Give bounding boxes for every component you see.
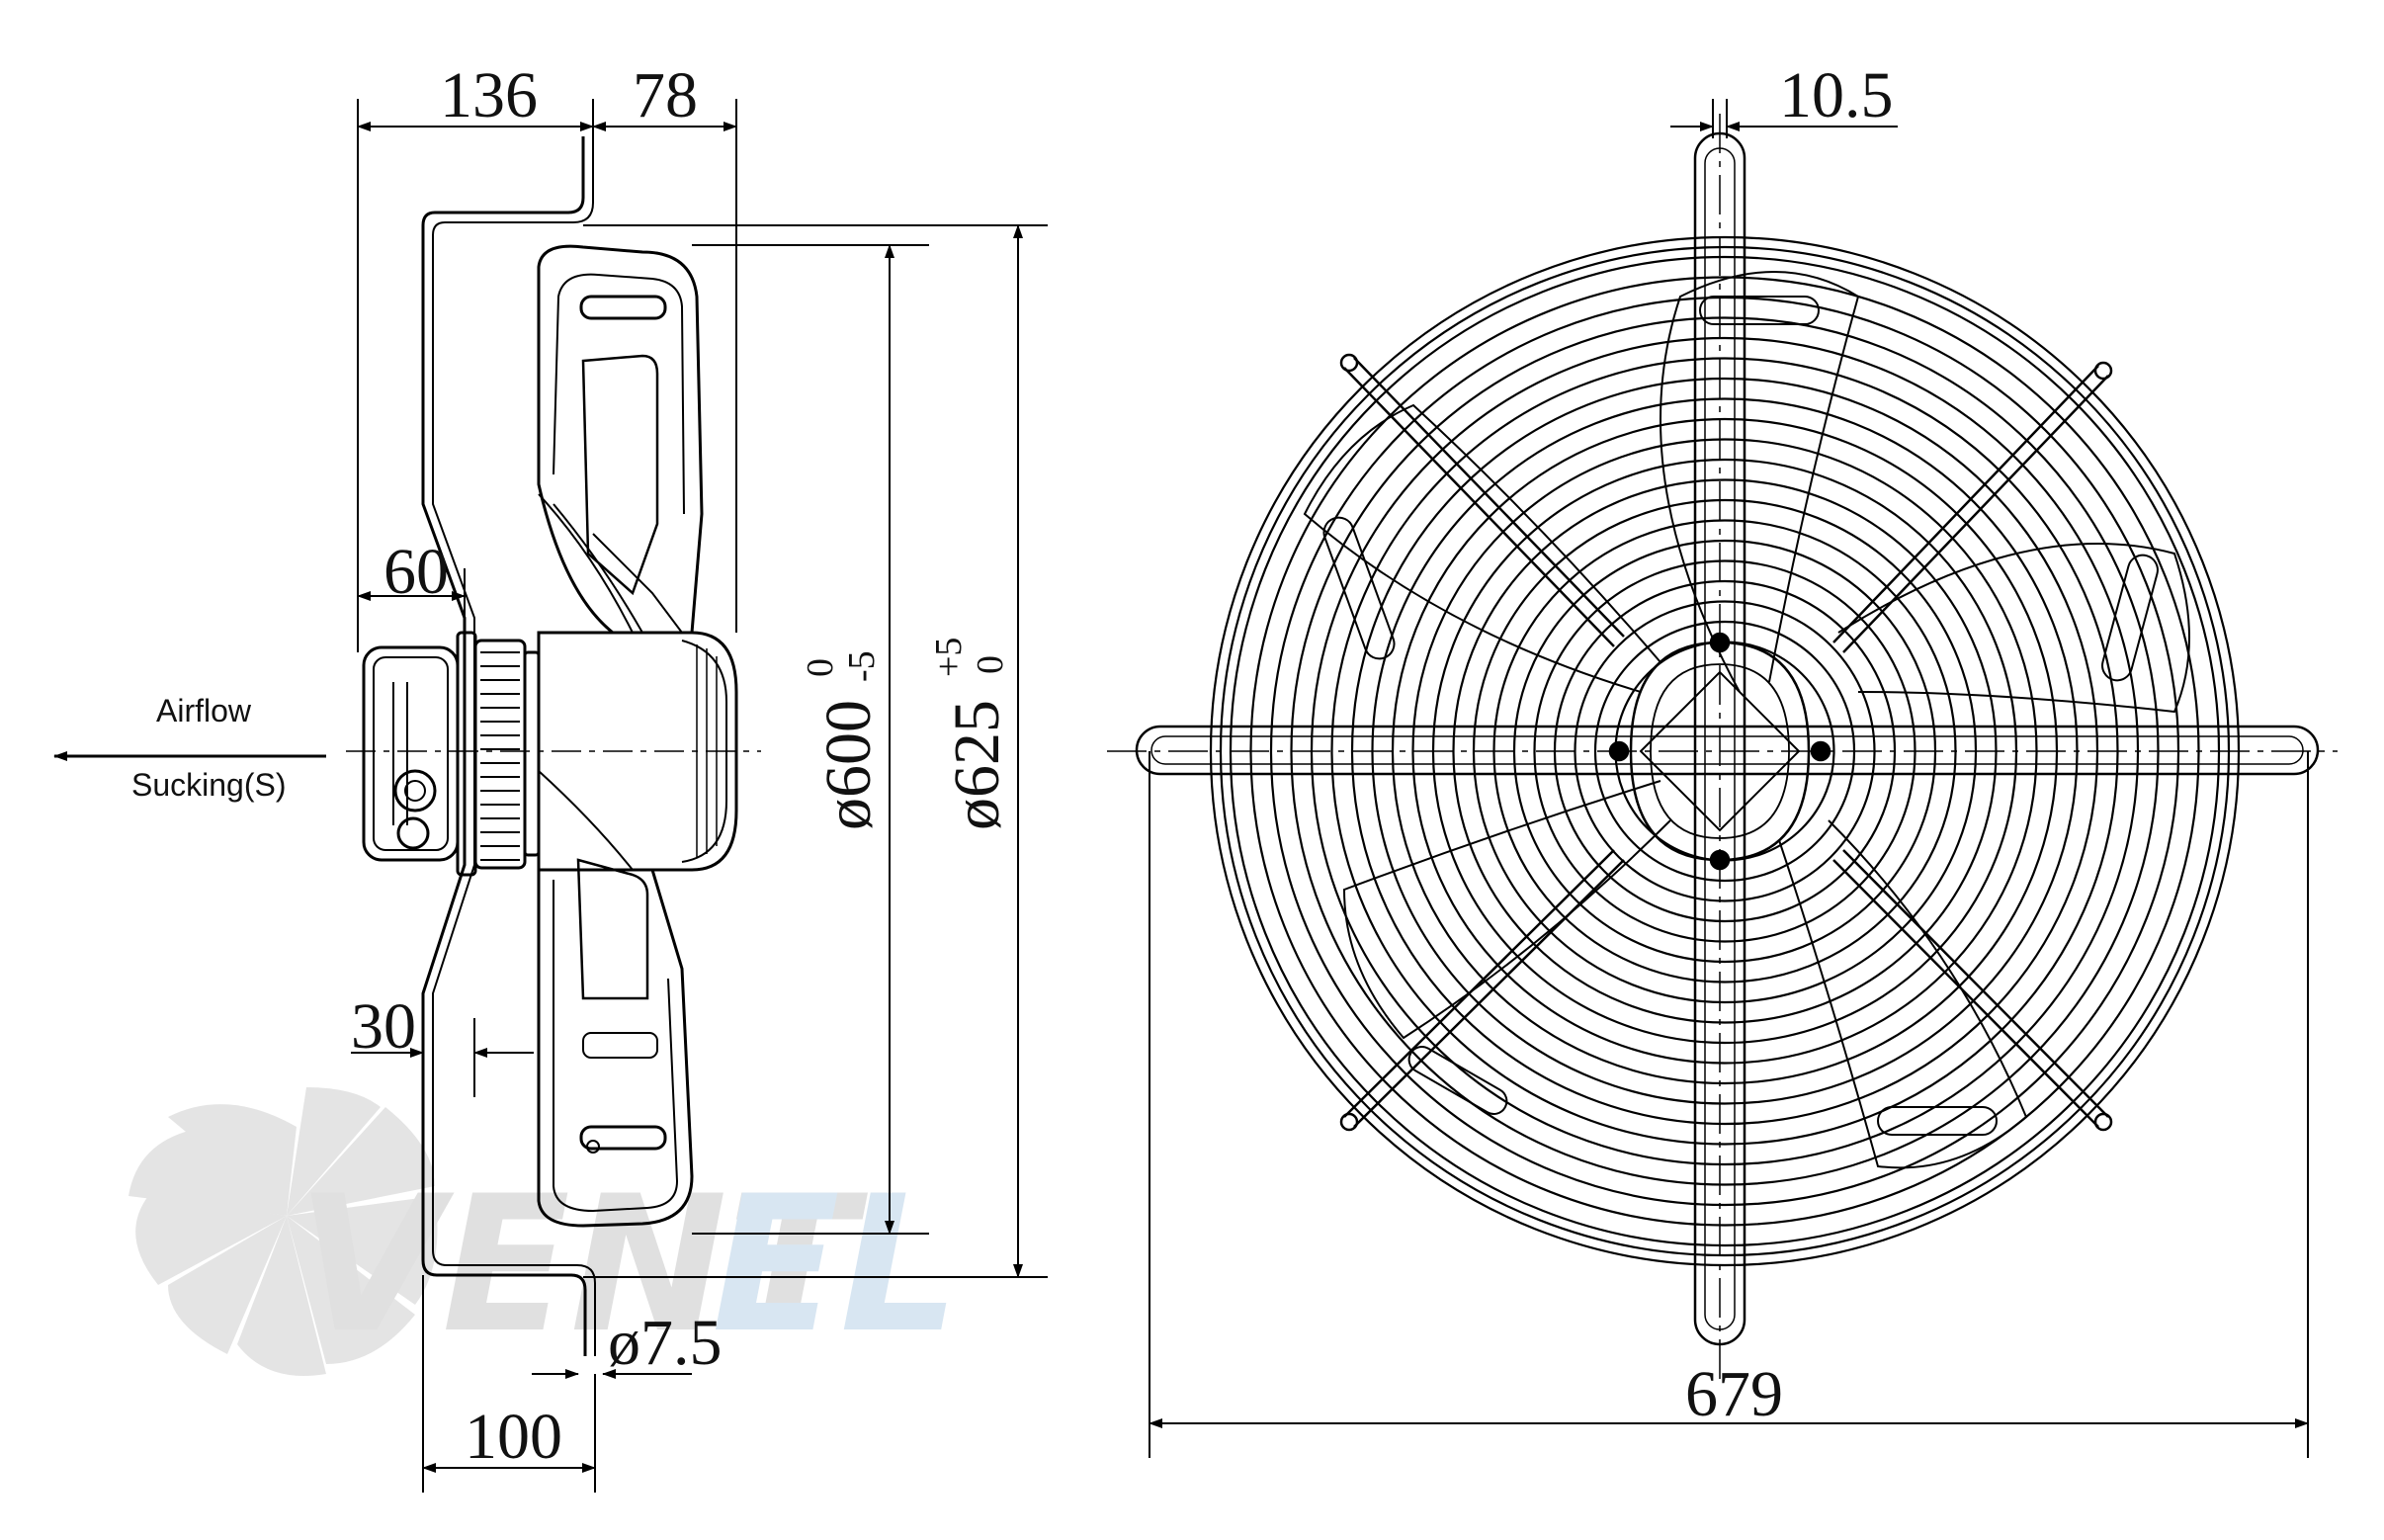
watermark-text-el: EL (712, 1155, 960, 1374)
dimension-136: 136 (440, 59, 538, 131)
upper-blade (537, 244, 704, 635)
guard-wire-profile (421, 136, 587, 1356)
dimension-100: 100 (465, 1401, 562, 1473)
motor-housing (362, 631, 541, 877)
airflow-label: Airflow (156, 693, 252, 728)
sucking-mode-label: Sucking(S) (131, 767, 287, 803)
dimension-30: 30 (351, 990, 416, 1063)
watermark: VENT EL (128, 1087, 960, 1376)
dimension-10-5: 10.5 (1779, 59, 1894, 131)
side-view (346, 136, 761, 1356)
dimension-679: 679 (1685, 1358, 1783, 1430)
fan-diameter-tol-upper: 0 (800, 658, 841, 677)
mounting-bars (1135, 131, 2320, 1346)
lower-blade (537, 770, 694, 1228)
dimension-78: 78 (633, 59, 698, 131)
fan-diameter: ø600 (812, 700, 885, 830)
guard-diameter-label: ø625 +5 0 (928, 638, 1013, 830)
front-view-dimensions (1149, 99, 2309, 1458)
fan-diameter-tol-lower: -5 (841, 650, 883, 682)
guard-diameter-tol-upper: +5 (928, 638, 970, 677)
hole-diameter: ø7.5 (608, 1307, 723, 1379)
guard-diagonal-bars (1339, 353, 2113, 1132)
blade-outlines (1303, 271, 2190, 1169)
guard-diameter: ø625 (941, 700, 1013, 830)
front-view (1107, 114, 2338, 1379)
fan-diameter-label: ø600 0 -5 (800, 650, 885, 830)
dimension-60: 60 (383, 536, 449, 608)
watermark-fan-icon (128, 1087, 438, 1376)
side-view-dimensions (351, 99, 1048, 1493)
guard-diameter-tol-lower: 0 (970, 655, 1011, 674)
